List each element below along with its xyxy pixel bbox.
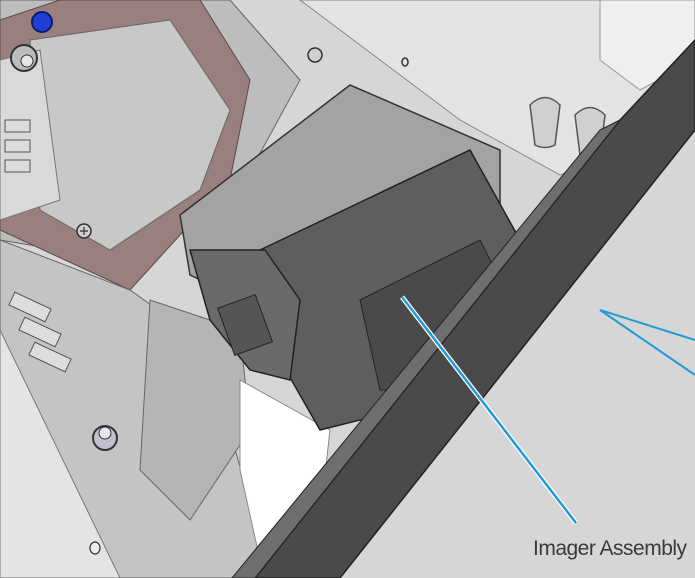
leader-line	[401, 296, 577, 524]
latch-tab	[217, 294, 273, 356]
hole-icon	[401, 57, 409, 67]
lower-nut-center-icon	[98, 426, 112, 440]
top-screw-icon	[307, 47, 323, 63]
rib-group	[4, 119, 72, 373]
blue-screw-icon	[31, 11, 53, 33]
second-leader-line-lower	[599, 309, 695, 376]
second-leader-line-upper	[599, 309, 695, 341]
bottom-hole-icon	[89, 541, 101, 555]
nut-center-icon	[20, 54, 34, 68]
frame-bevel	[231, 119, 621, 578]
white-panel	[0, 329, 121, 578]
mounting-plate	[29, 19, 231, 251]
phillips-cross-icon	[80, 227, 88, 235]
imager-assembly-label: Imager Assembly	[533, 537, 687, 560]
